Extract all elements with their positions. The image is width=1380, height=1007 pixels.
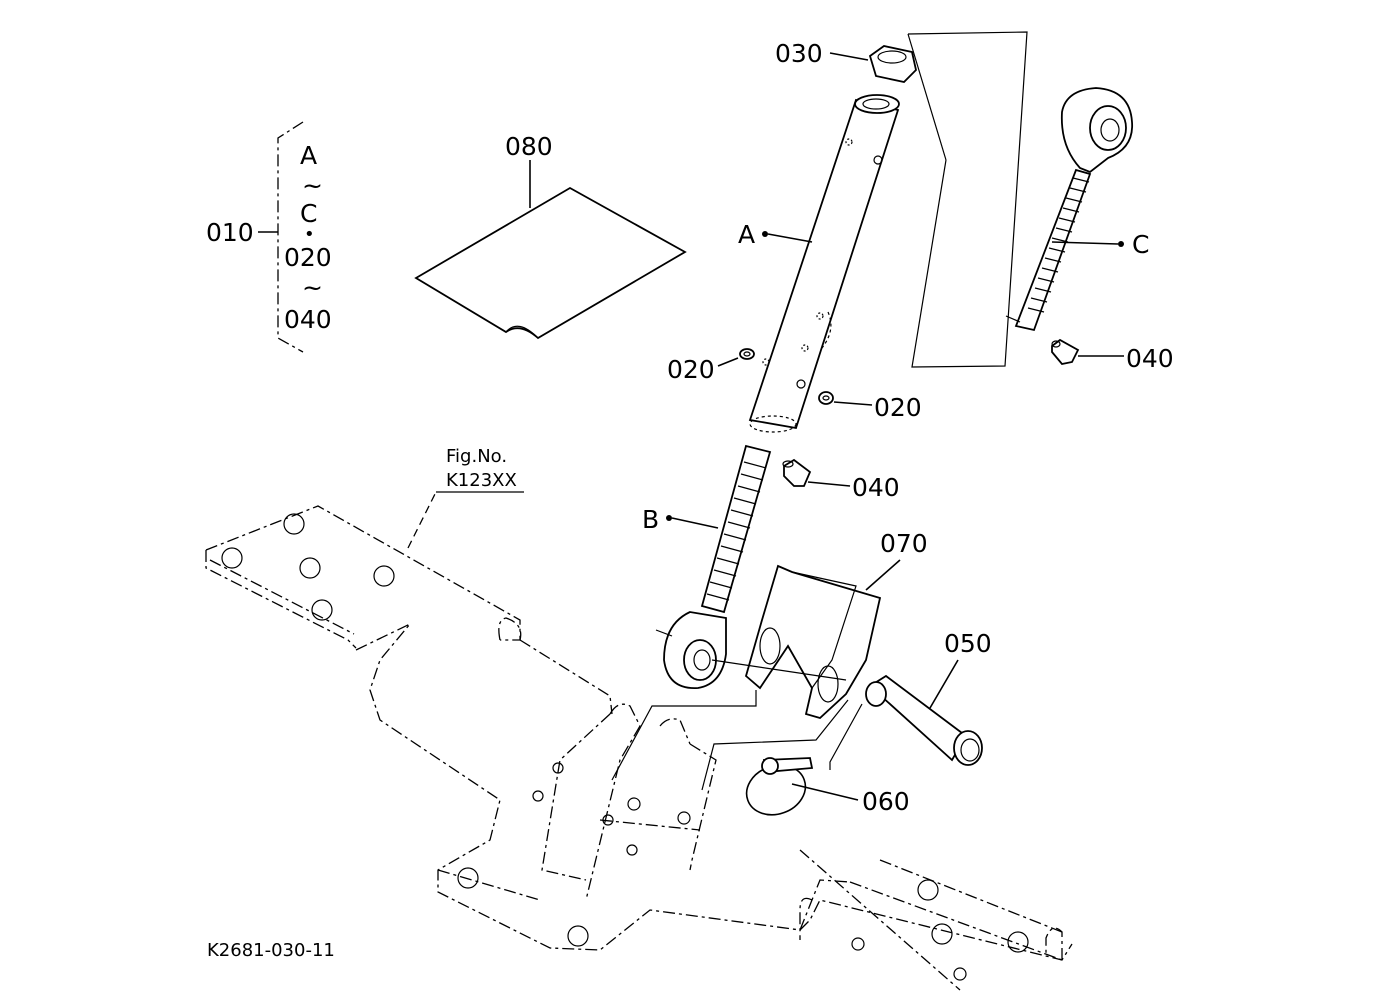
pin-050: [865, 659, 983, 766]
assembly-bracket-010: [258, 121, 304, 353]
label-a: A: [738, 220, 755, 249]
pin-040-upper: [1051, 338, 1124, 365]
label-080: 080: [505, 132, 553, 161]
label-010: 010: [206, 218, 254, 247]
label-050: 050: [944, 629, 992, 658]
range-tilde-2: ~: [302, 273, 323, 302]
bracket-070: [744, 559, 901, 720]
range-label-020: 020: [284, 243, 332, 272]
label-020-right: 020: [874, 393, 922, 422]
range-label-c: C: [300, 199, 317, 228]
range-label-040: 040: [284, 305, 332, 334]
rod-end-c: [1005, 87, 1133, 332]
grease-nipple-020-right: [818, 391, 873, 406]
rod-end-b: [655, 444, 772, 689]
range-tilde-1: ~: [302, 171, 323, 200]
label-030: 030: [775, 39, 823, 68]
label-040-upper: 040: [1126, 344, 1174, 373]
assembly-guide-lines: [611, 659, 863, 791]
fig-no-label: Fig.No.: [446, 446, 507, 467]
instruction-sheet-080: [414, 160, 687, 340]
label-060: 060: [862, 787, 910, 816]
tube-a: [748, 94, 900, 433]
drawing-id: K2681-030-11: [207, 940, 335, 961]
label-020-left: 020: [667, 355, 715, 384]
nut-030: [829, 45, 917, 83]
lynch-pin-060: [745, 757, 859, 816]
range-dot: •: [304, 224, 315, 245]
label-070: 070: [880, 529, 928, 558]
label-c: C: [1132, 230, 1149, 259]
pin-040-lower: [782, 458, 851, 487]
range-label-a: A: [300, 141, 317, 170]
fig-ref-label: K123XX: [446, 470, 517, 491]
drawbar-frame: [205, 491, 1073, 991]
label-040-lower: 040: [852, 473, 900, 502]
label-b: B: [642, 505, 659, 534]
grease-nipple-020-left: [717, 348, 755, 367]
reference-frame-c: [907, 31, 1028, 368]
